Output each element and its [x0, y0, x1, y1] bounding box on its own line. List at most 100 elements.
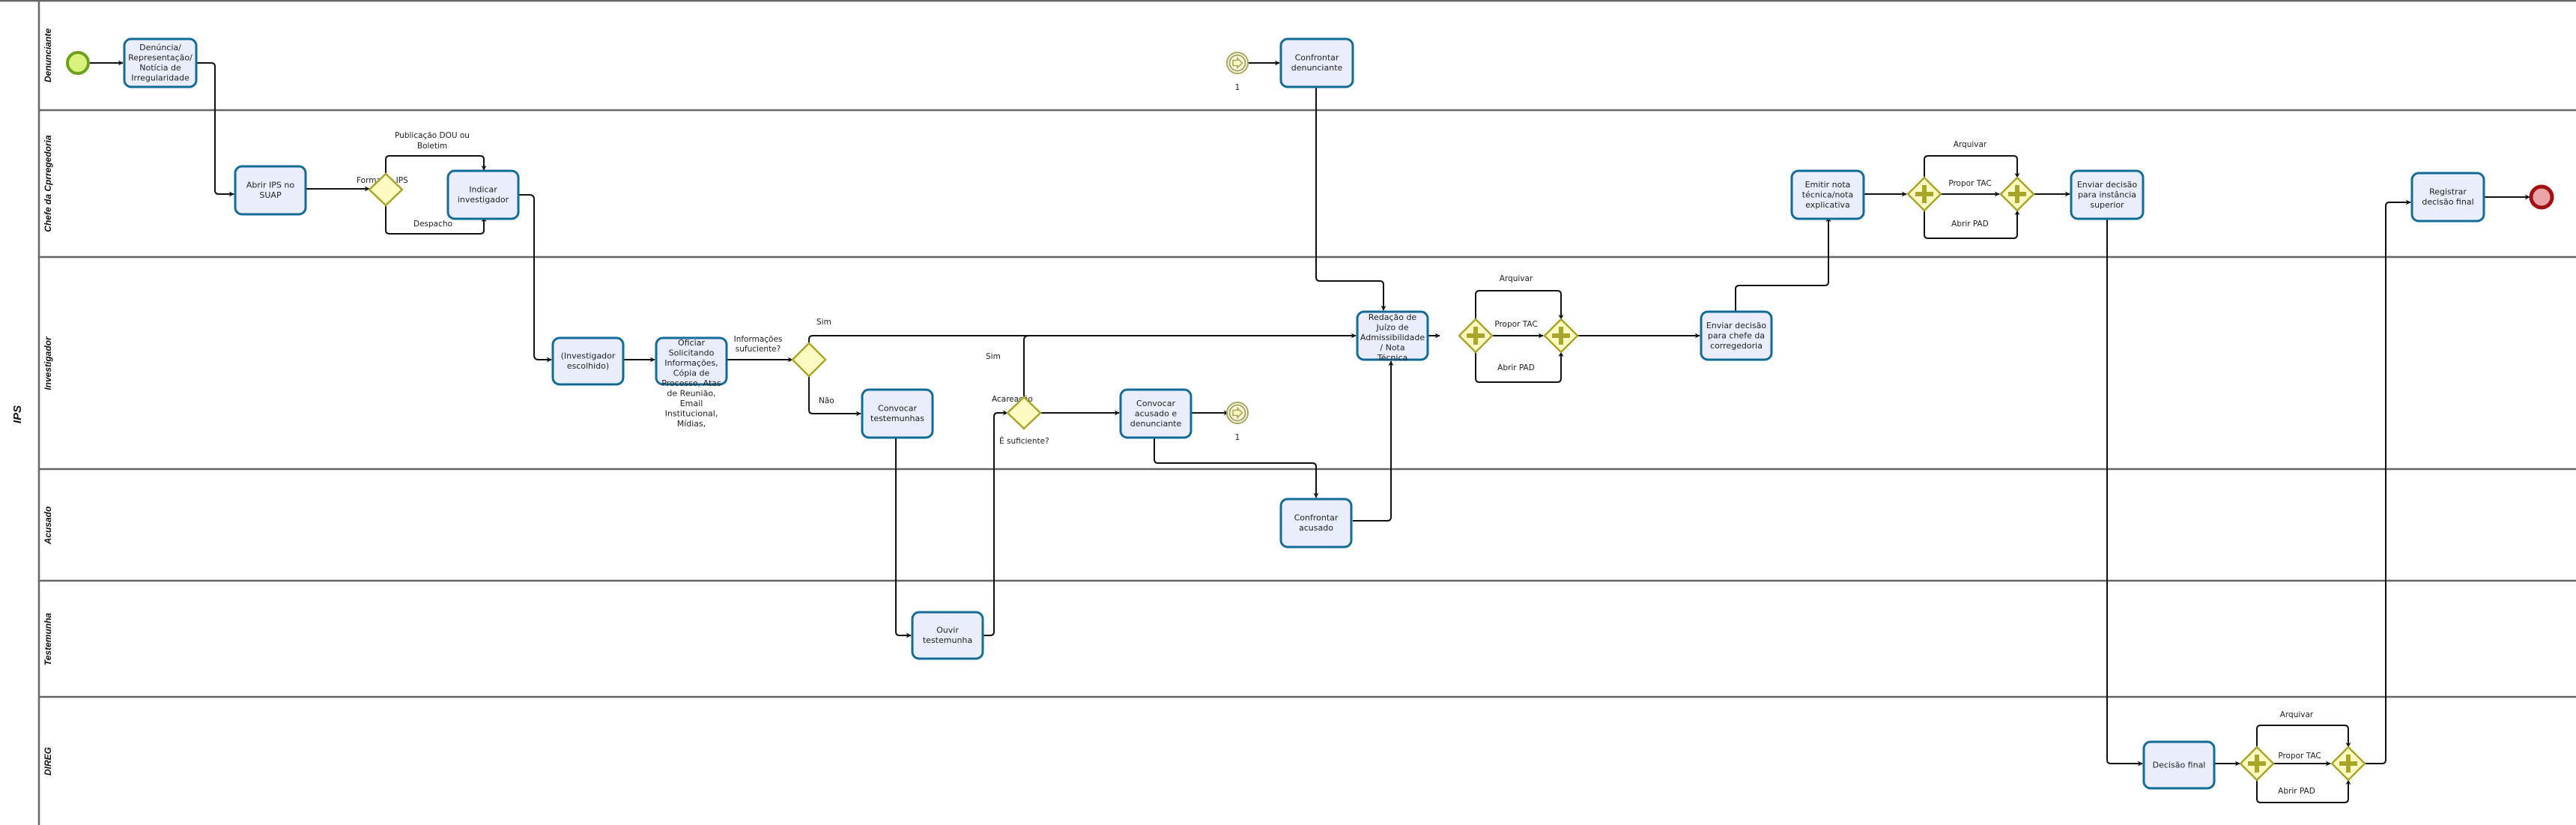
task-label-line: decisão final: [2422, 197, 2473, 207]
flow-abrir-pad-3[interactable]: [2256, 779, 2351, 803]
task-box[interactable]: [234, 165, 307, 216]
task-box[interactable]: [2142, 740, 2216, 790]
link-throw-event[interactable]: [1226, 402, 1249, 424]
plus-icon: [2008, 185, 2026, 203]
parallel-gateways: [1458, 176, 2366, 782]
flow-despacho[interactable]: [385, 205, 487, 235]
label-publicacao-1: Publicação DOU ou: [395, 131, 470, 140]
task-box[interactable]: [2410, 172, 2485, 223]
task-box[interactable]: [1279, 37, 1354, 88]
task-box[interactable]: [1119, 388, 1192, 439]
link-arrow-icon: [1232, 406, 1243, 420]
task-label-line: Ouvir: [936, 626, 959, 635]
task-box[interactable]: [446, 169, 520, 220]
task-label-line: para instância: [2078, 190, 2136, 199]
task-label-line: testemunha: [923, 635, 972, 645]
flow-join-to-registrar[interactable]: [2365, 199, 2411, 764]
task-label-line: superior: [2090, 200, 2124, 210]
flow-enviar-chefe-to-emitir[interactable]: [1735, 217, 1831, 312]
task-denuncia[interactable]: Denúncia/Representação/Notícia deIrregul…: [123, 37, 198, 88]
task-box[interactable]: [911, 611, 984, 660]
task-label-line: escolhido): [567, 361, 609, 371]
flow-confrontar-acusado-to-redacao[interactable]: [1353, 360, 1394, 522]
flow-abrir-pad-1[interactable]: [1475, 351, 1564, 383]
task-label-line: Institucional,: [665, 409, 718, 419]
task-label-line: Processo, Atas: [661, 378, 721, 388]
task-decisao-final[interactable]: Decisão final: [2142, 740, 2216, 790]
task-label-line: Representação/: [128, 53, 193, 63]
task-label-line: Denúncia/: [139, 43, 181, 52]
label-e-suficiente: É suficiente?: [999, 436, 1049, 446]
task-box[interactable]: [861, 388, 934, 439]
task-box[interactable]: [1790, 169, 1865, 220]
flow-sim-2[interactable]: [1023, 335, 1034, 397]
gateway-par-join-2[interactable]: [1999, 176, 2035, 212]
flow-nao-to-convocar-testemunhas[interactable]: [808, 376, 861, 417]
gateway-e-suficiente[interactable]: [1006, 396, 1042, 430]
gateway-par-join-3[interactable]: [2330, 746, 2366, 782]
label-abrir-pad-3: Abrir PAD: [2278, 787, 2315, 796]
task-label-line: Enviar decisão: [1706, 321, 1767, 330]
link-catch-label: 1: [1235, 83, 1240, 92]
task-label-line: / Nota: [1380, 343, 1404, 353]
flow-sim-to-redacao[interactable]: [808, 333, 1357, 343]
link-arrow-icon: [1232, 56, 1243, 70]
task-label-line: Confrontar: [1294, 513, 1339, 523]
gateway-informacoes[interactable]: [791, 342, 827, 378]
flow-ouvir-to-gateway[interactable]: [983, 410, 1008, 636]
task-box[interactable]: [1279, 498, 1353, 549]
link-catch-event[interactable]: [1226, 52, 1249, 74]
gateway-par-join-1[interactable]: [1543, 318, 1579, 354]
task-label-line: acusado e: [1135, 408, 1177, 418]
task-label-line: de Reunião,: [667, 389, 715, 399]
task-box[interactable]: [655, 336, 728, 386]
task-box[interactable]: [1700, 310, 1773, 361]
task-label-line: Oficiar: [678, 338, 705, 348]
label-informacoes-1: Informações: [734, 335, 783, 344]
task-box[interactable]: [1356, 310, 1429, 361]
task-box[interactable]: [123, 37, 198, 88]
task-label-line: Convocar: [878, 404, 917, 414]
start-event[interactable]: [66, 51, 90, 75]
flow-publicacao[interactable]: [385, 155, 487, 174]
label-nao: Não: [819, 396, 834, 405]
flow-to-ouvir-testemunha[interactable]: [895, 438, 912, 638]
flow-confrontar-denunciante-to-redacao[interactable]: [1315, 87, 1387, 311]
gateway-par-split-2[interactable]: [1906, 176, 1942, 212]
task-box[interactable]: [551, 336, 625, 386]
flow-indicar-to-investigador[interactable]: [518, 194, 552, 363]
gateway-forma-ips[interactable]: [368, 172, 404, 207]
flow-arquivar-2[interactable]: [1924, 155, 2020, 179]
flow-denuncia-to-abrir-ips[interactable]: [196, 62, 234, 197]
task-label-line: Convocar: [1136, 399, 1175, 408]
flow-abrir-pad-2[interactable]: [1924, 210, 2020, 239]
label-publicacao-2: Boletim: [417, 142, 447, 151]
flow-arquivar-3[interactable]: [2256, 725, 2351, 749]
gateway-par-split-3[interactable]: [2239, 746, 2275, 782]
gateway-par-split-1[interactable]: [1458, 318, 1494, 354]
end-event[interactable]: [2529, 184, 2554, 210]
task-label-line: Informações,: [664, 358, 718, 368]
lane-title-acusado: Acusado: [43, 507, 53, 546]
task-box[interactable]: [2070, 169, 2145, 220]
flow-to-confrontar-acusado[interactable]: [1154, 438, 1319, 498]
flow-enviar-instancia-to-decisao-final[interactable]: [2106, 218, 2143, 767]
task-label-line: denunciante: [1130, 419, 1182, 429]
flow-arquivar-1[interactable]: [1475, 290, 1562, 321]
